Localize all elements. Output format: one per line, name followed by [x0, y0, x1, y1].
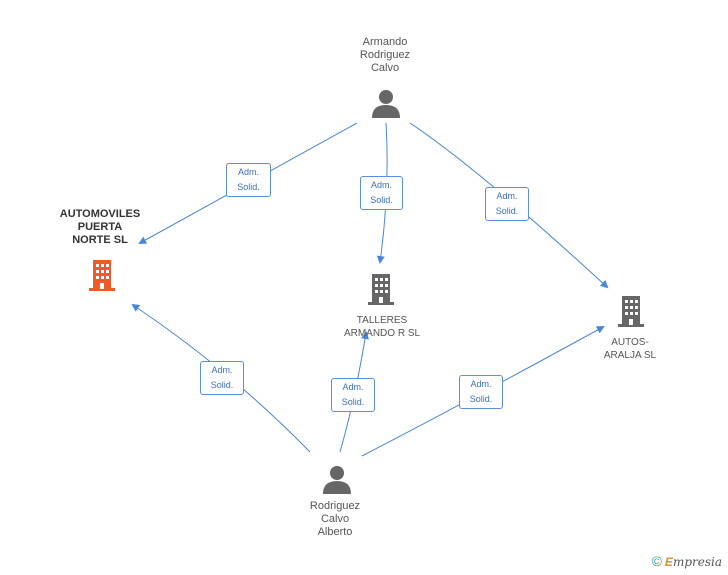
relation-badge-line1: Adm.: [496, 191, 518, 201]
person-bottom-icon[interactable]: [322, 464, 352, 494]
relation-badge-line1: Adm.: [237, 167, 259, 177]
relation-badge-line2: Solid.: [210, 380, 234, 390]
relation-badge-line2: Solid.: [469, 394, 493, 404]
company-talleres-building-icon[interactable]: [365, 272, 397, 306]
company-automoviles-name[interactable]: AUTOMOVILES PUERTA NORTE SL: [59, 208, 141, 246]
relation-badge[interactable]: Adm. Solid.: [226, 163, 271, 197]
relation-badge-line1: Adm.: [211, 365, 233, 375]
relation-badge-line1: Adm.: [342, 382, 364, 392]
relation-badge[interactable]: Adm. Solid.: [360, 176, 403, 210]
relation-badge-line1: Adm.: [470, 379, 492, 389]
company-autos-name[interactable]: AUTOS- ARALJA SL: [603, 337, 657, 361]
company-automoviles-building-icon[interactable]: [86, 258, 118, 292]
company-talleres-name[interactable]: TALLERES ARMANDO R SL: [343, 315, 421, 339]
brand-logo-e: E: [664, 555, 673, 569]
relation-badge-line2: Solid.: [495, 206, 519, 216]
relation-badge[interactable]: Adm. Solid.: [200, 361, 244, 395]
relation-badge-line2: Solid.: [370, 195, 393, 205]
person-top-icon[interactable]: [371, 88, 401, 118]
footer-brand: ©Empresia: [652, 553, 722, 569]
company-autos-building-icon[interactable]: [615, 294, 647, 328]
person-top-name[interactable]: Armando Rodriguez Calvo: [359, 36, 411, 74]
relation-badge-line2: Solid.: [237, 182, 260, 192]
relation-badge[interactable]: Adm. Solid.: [331, 378, 375, 412]
relation-badge[interactable]: Adm. Solid.: [485, 187, 529, 221]
relation-badge-line2: Solid.: [341, 397, 365, 407]
relation-badge[interactable]: Adm. Solid.: [459, 375, 503, 409]
relation-badge-line1: Adm.: [370, 180, 392, 190]
brand-logo-text: mpresia: [672, 555, 722, 569]
copyright-symbol: ©: [651, 553, 662, 569]
person-bottom-name[interactable]: Rodriguez Calvo Alberto: [309, 500, 361, 538]
